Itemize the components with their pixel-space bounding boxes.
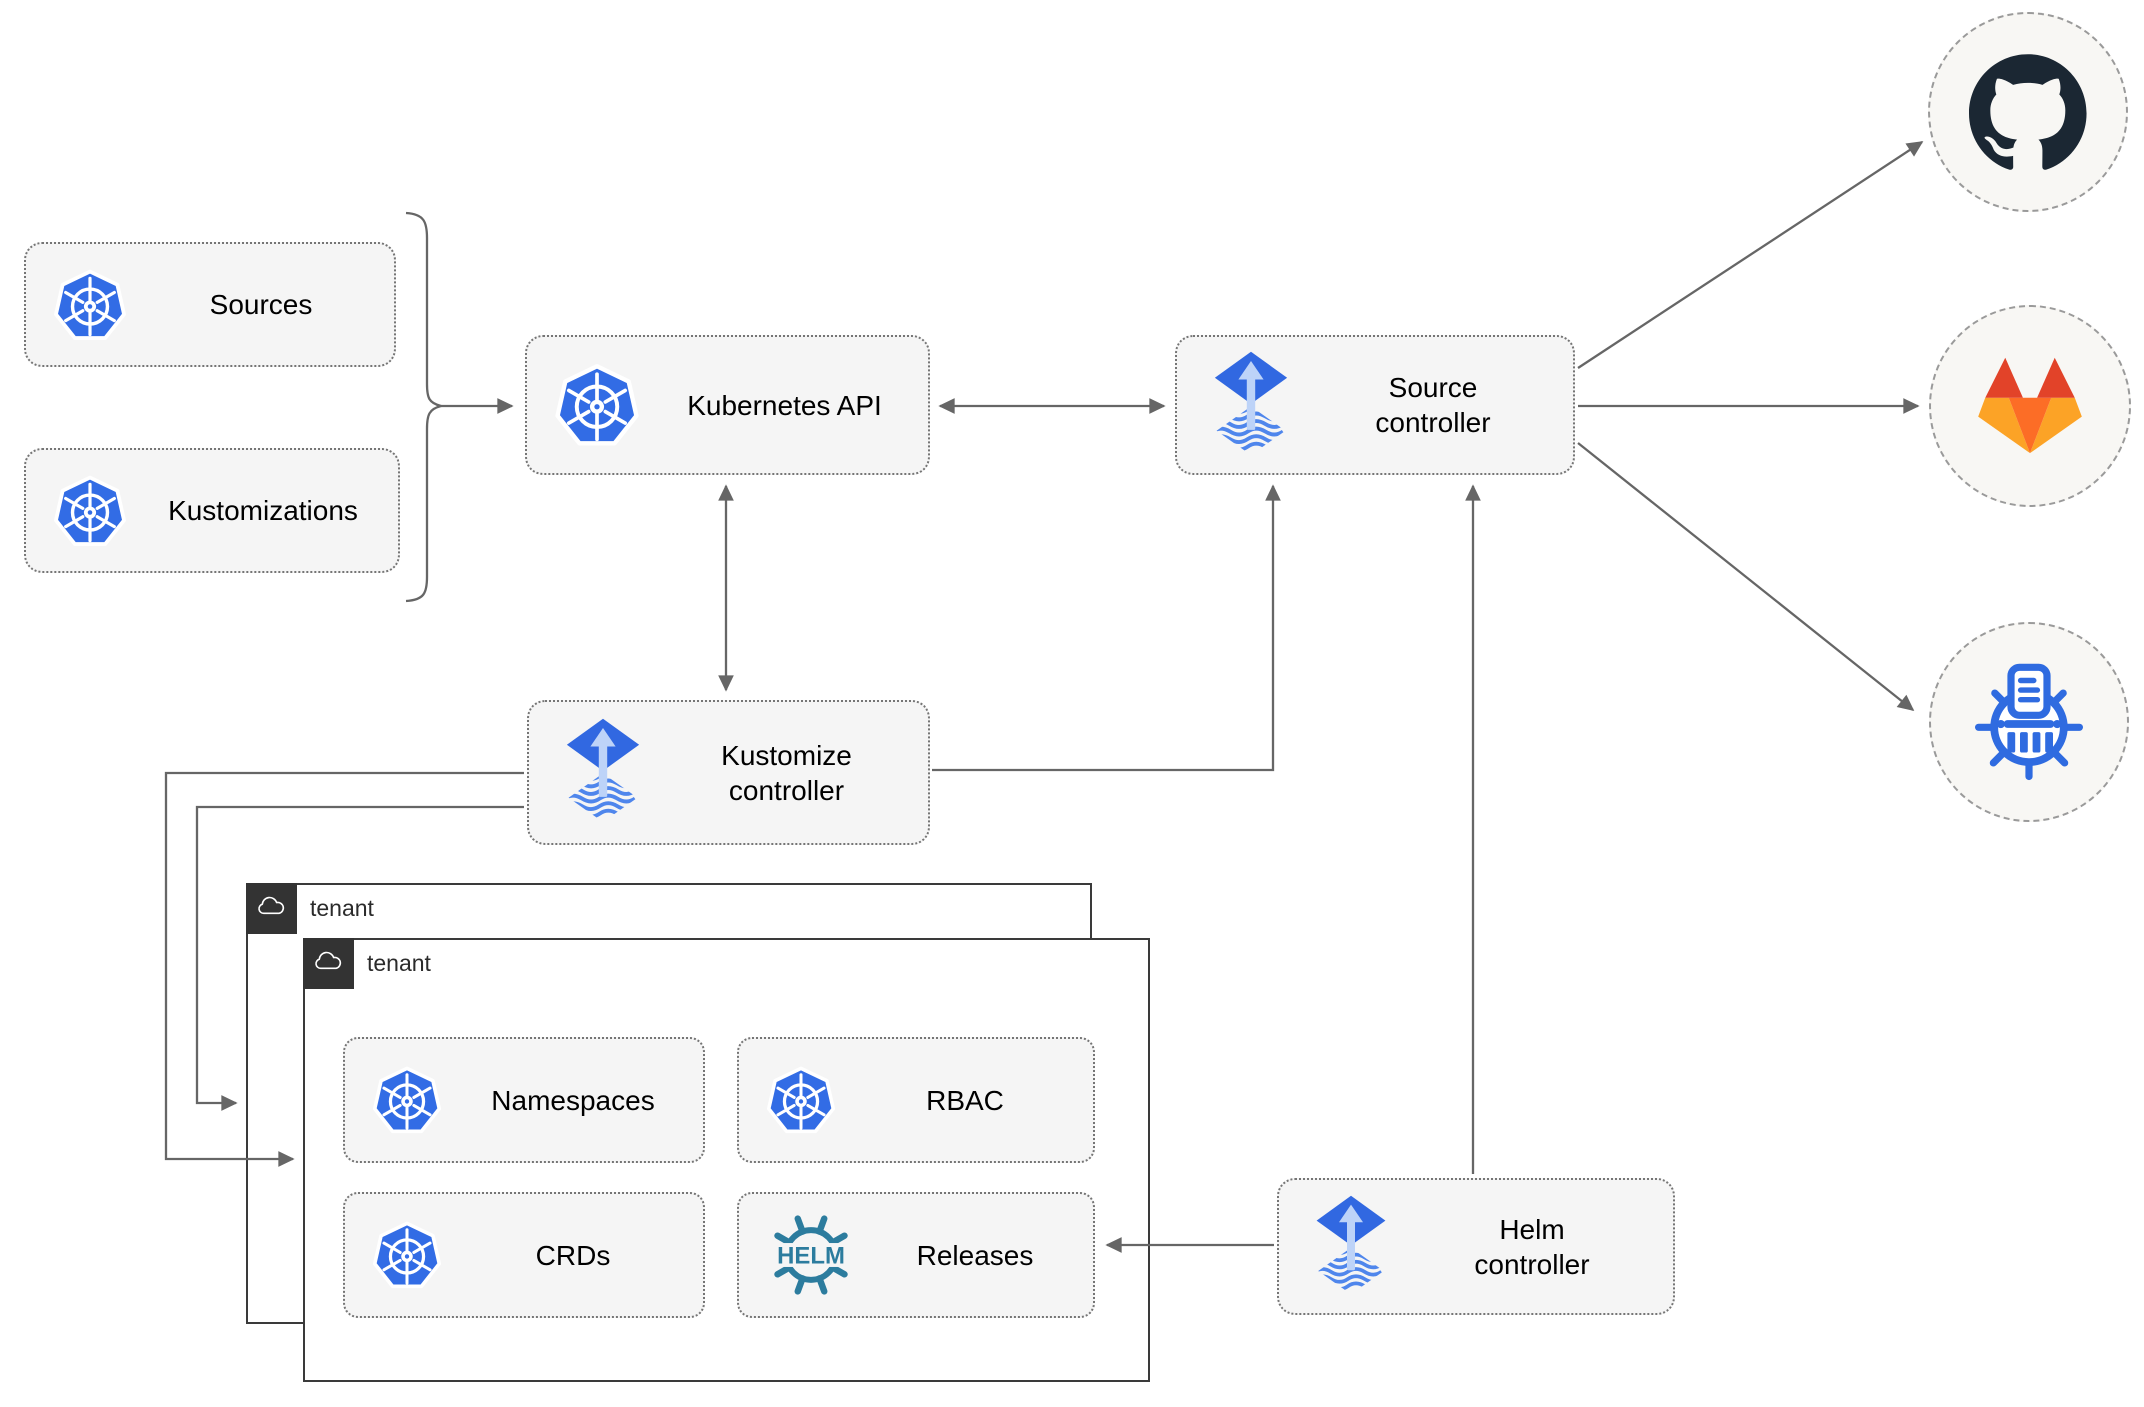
helm-controller-node: Helm controller: [1277, 1178, 1675, 1315]
kubernetes-icon: [52, 473, 128, 549]
kubernetes-icon: [553, 361, 641, 449]
tenant-label: tenant: [367, 950, 431, 976]
kubernetes-icon: [765, 1064, 837, 1136]
kubernetes-icon: [371, 1064, 443, 1136]
tenant-badge: [245, 882, 297, 934]
sources-node: Sources: [24, 242, 396, 367]
source-controller-node: Source controller: [1175, 335, 1575, 475]
cloud-icon: [258, 896, 285, 915]
rbac-node: RBAC: [737, 1037, 1095, 1163]
arrow-source-to-chartmuseum: [1577, 442, 1915, 712]
kubernetes-api-node: Kubernetes API: [525, 335, 930, 475]
namespaces-node: Namespaces: [343, 1037, 705, 1163]
gitlab-icon: [1978, 357, 2082, 454]
helm-icon-text: HELM: [777, 1242, 845, 1269]
crds-label: CRDs: [535, 1239, 611, 1271]
releases-label: Releases: [916, 1239, 1034, 1271]
gitlab-destination: [1929, 305, 2131, 507]
arrow-kustomize-to-source: [932, 484, 1281, 772]
releases-node: HELM Releases: [737, 1192, 1095, 1318]
crds-node: CRDs: [343, 1192, 705, 1318]
kubernetes-icon: [52, 267, 128, 343]
kubernetes-api-label: Kubernetes API: [687, 389, 882, 421]
cloud-icon: [315, 951, 342, 970]
kustomize-controller-label: Kustomize controller: [721, 739, 852, 806]
bracket-sources-group: [405, 211, 442, 603]
sources-label: Sources: [209, 289, 313, 320]
rbac-label: RBAC: [926, 1084, 1004, 1116]
flux-icon: [1311, 1194, 1391, 1300]
source-controller-label: Source controller: [1375, 372, 1491, 438]
helm-icon: HELM: [774, 1215, 848, 1295]
kustomize-controller-node: Kustomize controller: [527, 700, 930, 845]
chartmuseum-icon: [1975, 663, 2083, 780]
kustomizations-node: Kustomizations: [24, 448, 400, 573]
chartmuseum-destination: [1929, 622, 2129, 822]
flux-icon: [1209, 350, 1293, 461]
tenant-label: tenant: [310, 895, 374, 921]
github-icon: [1969, 54, 2087, 170]
arrow-source-to-github: [1577, 141, 1924, 369]
flux-icon: [561, 717, 645, 828]
github-destination: [1928, 12, 2128, 212]
kustomizations-label: Kustomizations: [168, 495, 358, 526]
helm-controller-label: Helm controller: [1474, 1213, 1590, 1280]
tenant-badge: [302, 937, 354, 989]
kubernetes-icon: [371, 1219, 443, 1291]
namespaces-label: Namespaces: [491, 1084, 655, 1116]
